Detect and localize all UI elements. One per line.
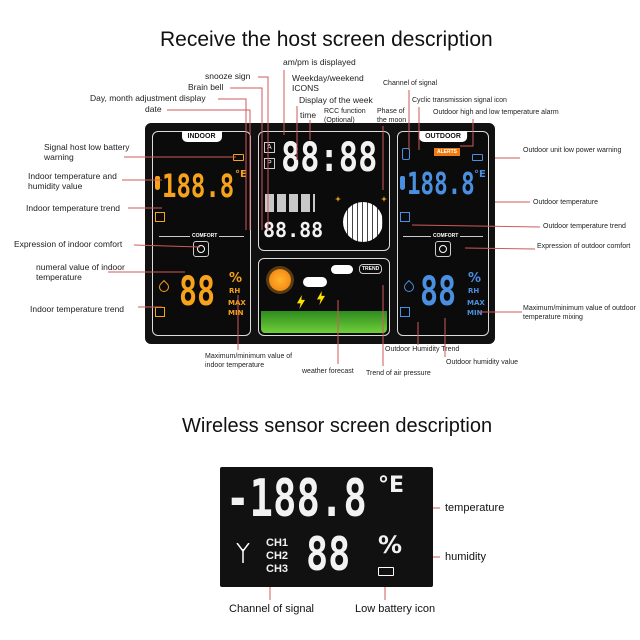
droplet-icon	[401, 279, 417, 295]
label-brain-bell: Brain bell	[188, 82, 224, 92]
sensor-device: -188.8 °E CH1 CH2 CH3 88 %	[220, 467, 433, 587]
label-sensor-low-battery: Low battery icon	[355, 603, 436, 615]
indoor-humidity-digits: 88	[179, 269, 216, 315]
label-week-display: Display of the week	[299, 95, 373, 105]
channel-ch1: CH1	[266, 537, 289, 549]
label-channel: Channel of signal	[383, 80, 438, 87]
label-outdoor-low-power: Outdoor unit low power warning	[523, 147, 622, 154]
indoor-rh: RH	[229, 287, 241, 295]
weather-panel: TREND	[258, 258, 390, 336]
label-date: date	[145, 104, 162, 114]
channel-list: CH1 CH2 CH3	[266, 537, 288, 576]
indoor-comfort-label: COMFORT	[190, 233, 220, 239]
lightning-icon	[297, 295, 305, 309]
label-indoor-trend-2: Indoor temperature trend	[30, 304, 125, 314]
date-digits: 88.88	[263, 218, 324, 242]
label-moon: Phase of the moon	[377, 108, 407, 124]
am-indicator: A	[264, 142, 275, 153]
sensor-temp-unit: °E	[378, 473, 405, 498]
star-icon	[381, 196, 387, 202]
label-outdoor-humidity-trend: Outdoor Humidity Trend	[385, 346, 460, 353]
outdoor-temp-digits: 188.8	[407, 167, 475, 202]
host-section-title: Receive the host screen description	[160, 28, 493, 51]
channel-ch3: CH3	[266, 563, 289, 575]
label-ampm: am/pm is displayed	[283, 57, 356, 67]
pm-indicator: P	[264, 158, 275, 169]
host-device: INDOOR 188.8 °E COMFORT 88 % RH MAX MIN …	[145, 123, 495, 344]
label-sensor-channel: Channel of signal	[229, 603, 315, 615]
label-outdoor-humidity-value: Outdoor humidity value	[446, 359, 518, 366]
indoor-humidity-unit: %	[229, 271, 243, 286]
indoor-temp-digits: 188.8	[162, 167, 235, 205]
lightning-icon	[317, 291, 325, 305]
sensor-humidity-digits: 88	[306, 527, 351, 581]
signal-channel-icon	[402, 148, 410, 160]
label-sensor-humidity: humidity	[445, 551, 486, 563]
cloud-icon	[303, 277, 327, 287]
trend-icon	[155, 307, 165, 317]
pressure-trend-label: TREND	[359, 264, 383, 274]
label-indoor-comfort: Expression of indoor comfort	[14, 239, 123, 249]
label-outdoor-trend: Outdoor temperature trend	[543, 223, 626, 230]
indoor-panel: INDOOR 188.8 °E COMFORT 88 % RH MAX MIN	[152, 131, 251, 336]
cloud-icon	[331, 265, 353, 274]
label-snooze: snooze sign	[205, 71, 251, 81]
outdoor-tag: OUTDOOR	[419, 131, 467, 142]
outdoor-rh: RH	[468, 287, 480, 295]
indoor-tag: INDOOR	[181, 131, 222, 142]
label-alarm: Outdoor high and low temperature alarm	[433, 109, 559, 116]
alerts-label: ALERTS	[434, 148, 460, 156]
label-host-low-battery: Signal host low battery warning	[44, 142, 130, 162]
label-indoor-maxmin: Maximum/minimum value of indoor temperat…	[205, 353, 293, 369]
label-rcc: RCC function (Optional)	[324, 108, 366, 124]
battery-icon	[233, 154, 244, 161]
label-sensor-temperature: temperature	[445, 502, 505, 514]
trend-icon	[155, 212, 165, 222]
comfort-face-icon	[435, 241, 451, 257]
outdoor-min: MIN	[467, 309, 483, 317]
thermometer-icon	[155, 176, 160, 190]
outdoor-panel: OUTDOOR ALERTS 188.8 °E COMFORT 88 % RH …	[397, 131, 489, 336]
label-indoor-trend-1: Indoor temperature trend	[26, 203, 121, 213]
trend-icon	[400, 212, 410, 222]
battery-icon	[472, 154, 483, 161]
label-forecast: weather forecast	[302, 368, 354, 375]
indoor-max: MAX	[228, 299, 246, 307]
sensor-section-title: Wireless sensor screen description	[182, 415, 493, 437]
label-weekday-icons: Weekday/weekend ICONS	[292, 73, 364, 93]
outdoor-humidity-digits: 88	[420, 269, 457, 315]
label-cyclic: Cyclic transmission signal icon	[412, 97, 507, 104]
trend-icon	[400, 307, 410, 317]
weekday-icons	[265, 194, 315, 212]
outdoor-max: MAX	[467, 299, 485, 307]
outdoor-humidity-unit: %	[468, 271, 482, 286]
indoor-temp-unit: °E	[235, 169, 247, 180]
label-indoor-temp-hum: Indoor temperature and humidity value	[28, 171, 117, 191]
time-digits: 88:88	[281, 135, 378, 181]
label-indoor-numeral: numeral value of indoor temperature	[36, 262, 125, 282]
sensor-humidity-unit: %	[378, 531, 403, 559]
antenna-icon	[236, 542, 250, 563]
low-battery-icon	[378, 567, 394, 576]
label-pressure-trend: Trend of air pressure	[366, 370, 431, 377]
star-icon	[335, 196, 341, 202]
sun-icon	[269, 269, 291, 291]
outdoor-temp-unit: °E	[474, 169, 486, 180]
thermometer-icon	[400, 176, 405, 190]
clock-panel: A P 88:88 88.88	[258, 131, 390, 251]
moon-phase-icon	[343, 202, 383, 242]
label-outdoor-comfort: Expression of outdoor comfort	[537, 243, 631, 250]
label-time: time	[300, 110, 317, 120]
indoor-min: MIN	[228, 309, 244, 317]
label-outdoor-temp: Outdoor temperature	[533, 199, 598, 206]
channel-ch2: CH2	[266, 550, 289, 562]
label-day-month: Day, month adjustment display	[90, 93, 206, 103]
label-outdoor-maxmin: Maximum/minimum value of outdoor tempera…	[523, 305, 636, 321]
comfort-face-icon	[193, 241, 209, 257]
outdoor-comfort-label: COMFORT	[431, 233, 461, 239]
grass-icon	[261, 311, 387, 333]
droplet-icon	[156, 279, 172, 295]
sensor-temp-digits: -188.8	[226, 469, 367, 529]
